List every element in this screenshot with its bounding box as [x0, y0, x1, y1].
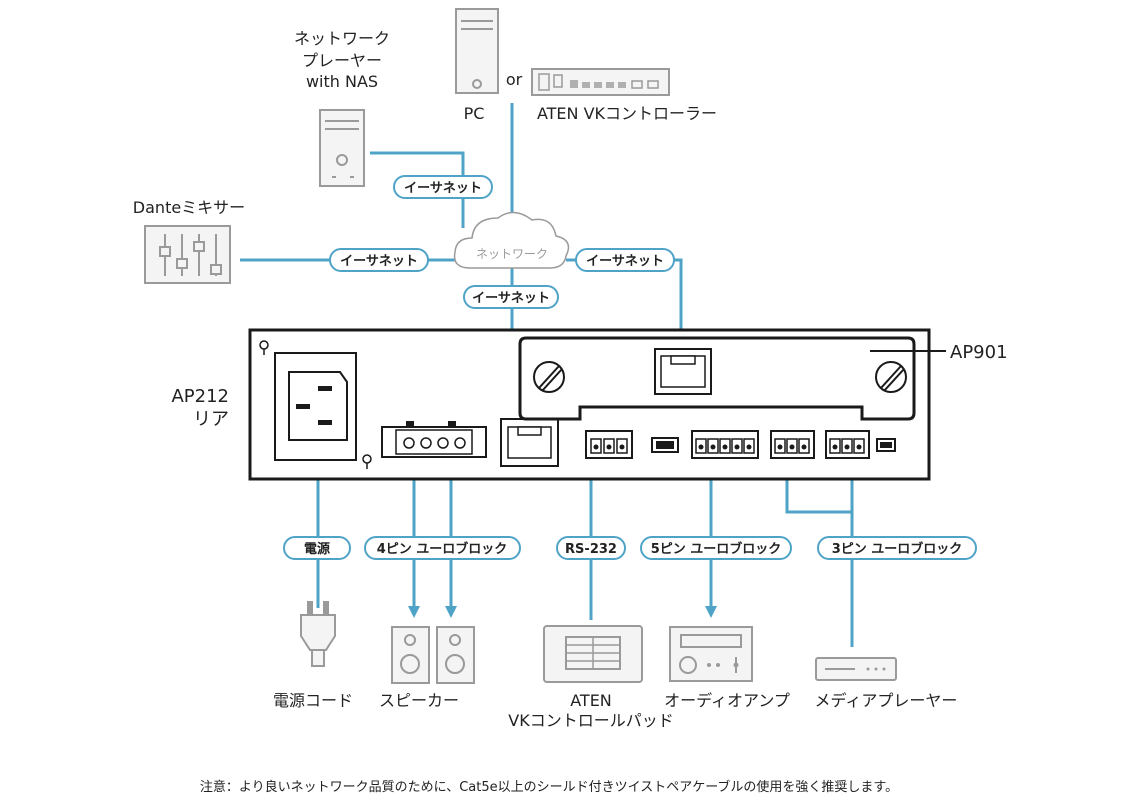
mount-hole-icon: [259, 340, 269, 355]
audio-amp-icon: [669, 626, 753, 682]
nas-tower-icon: [319, 109, 365, 187]
pill-power-text: 電源: [304, 541, 330, 557]
lan-port-icon: [654, 348, 712, 395]
pill-ethernet-ap212: イーサネット: [463, 285, 559, 309]
dante-mixer-icon: [144, 225, 231, 284]
power-inlet-icon: [274, 352, 357, 461]
rs232-block-icon: [585, 430, 633, 459]
pill-euro3-text: 3ピン ユーロブロック: [832, 541, 963, 557]
pill-ethernet-dante: イーサネット: [329, 248, 429, 272]
vk-controller-label: ATEN VKコントローラー: [537, 104, 717, 123]
vk-control-pad-icon: [543, 625, 643, 683]
pill-ethernet-nas: イーサネット: [393, 175, 493, 199]
power-cord-label: 電源コード: [273, 691, 353, 710]
vk-controller-icon: [531, 68, 670, 96]
vk-pad-label-2: VKコントロールパッド: [508, 711, 673, 730]
euroblock-4pin-icon: [381, 421, 487, 458]
euroblock-5pin-icon: [691, 430, 759, 459]
pill-euro5: 5ピン ユーロブロック: [640, 536, 792, 560]
nas-label-3: with NAS: [306, 72, 378, 91]
network-cloud-label: ネットワーク: [476, 247, 548, 261]
cable-nas-network: [370, 151, 465, 228]
pill-rs232: RS-232: [556, 536, 626, 560]
cable-media-player: [781, 464, 854, 647]
speaker-label: スピーカー: [379, 691, 459, 710]
pill-ethernet-dante-text: イーサネット: [340, 254, 418, 269]
footnote: 注意：より良いネットワーク品質のために、Cat5e以上のシールド付きツイストペア…: [200, 779, 898, 795]
pill-ethernet-nas-text: イーサネット: [404, 181, 482, 196]
lan-port-icon: [500, 418, 559, 467]
nas-label-1: ネットワーク: [294, 29, 390, 48]
pill-ethernet-ap212-text: イーサネット: [472, 291, 550, 306]
pill-ethernet-ap901-text: イーサネット: [586, 254, 664, 269]
pill-power: 電源: [283, 536, 351, 560]
euroblock-3pin-b-icon: [825, 430, 870, 459]
ap901-label: AP901: [950, 342, 1008, 363]
speaker-icon: [436, 626, 475, 684]
audio-amp-label: オーディオアンプ: [664, 691, 790, 710]
nas-label-2: プレーヤー: [302, 51, 382, 70]
media-player-label: メディアプレーヤー: [815, 691, 958, 710]
pill-euro4-text: 4ピン ユーロブロック: [377, 541, 508, 557]
ap212-label-2: リア: [193, 409, 229, 430]
dip-switch-icon: [651, 437, 679, 453]
pill-ethernet-ap901: イーサネット: [575, 248, 675, 272]
ap212-label-1: AP212: [171, 386, 229, 407]
network-cloud-icon: [453, 211, 570, 269]
euroblock-3pin-a-icon: [770, 430, 815, 459]
pc-tower-icon: [455, 8, 499, 94]
thumbscrew-icon: [875, 361, 907, 393]
ap901-module: [518, 336, 946, 421]
speaker-icon: [391, 626, 430, 684]
slide-switch-icon: [876, 438, 896, 452]
power-plug-icon: [300, 601, 336, 667]
pc-label: PC: [464, 104, 485, 123]
pill-euro3: 3ピン ユーロブロック: [817, 536, 977, 560]
pill-euro4: 4ピン ユーロブロック: [364, 536, 521, 560]
mount-hole-icon: [362, 454, 372, 469]
dante-label: Danteミキサー: [133, 198, 245, 217]
thumbscrew-icon: [533, 361, 565, 393]
vk-pad-label-1: ATEN: [570, 691, 612, 710]
media-player-icon: [815, 657, 897, 681]
or-label: or: [506, 70, 523, 89]
pill-euro5-text: 5ピン ユーロブロック: [651, 541, 782, 557]
pill-rs232-text: RS-232: [565, 542, 617, 557]
